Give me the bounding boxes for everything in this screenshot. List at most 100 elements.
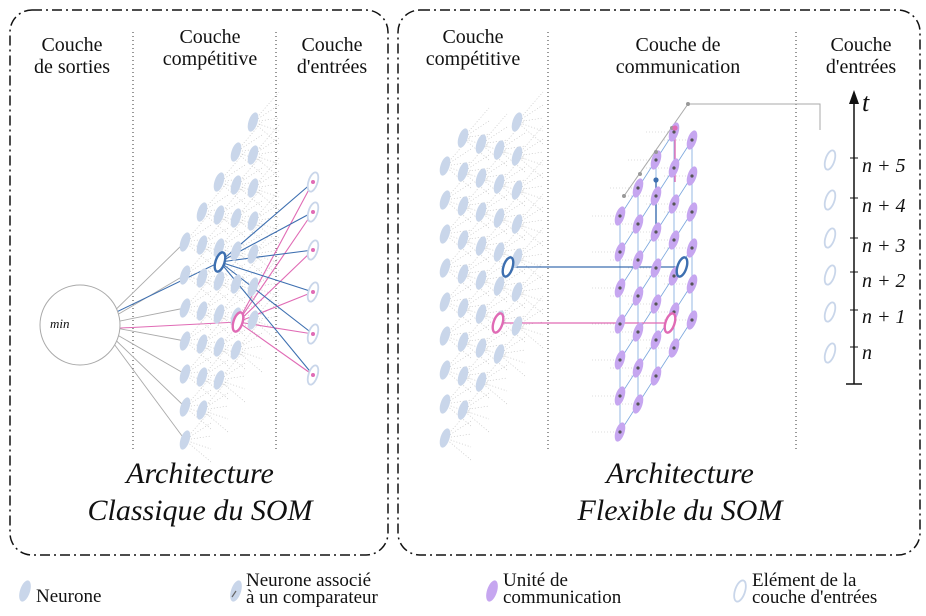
- flex-competitive-neuron-fan: [498, 247, 526, 253]
- flex-competitive-neuron-fan: [462, 154, 490, 173]
- comm-unit-dot: [672, 238, 676, 242]
- flex-competitive-neuron-fan: [480, 377, 508, 383]
- flex-competitive-neuron-fan: [480, 139, 508, 145]
- competitive-neuron-fan: [218, 379, 246, 403]
- comm-unit-dot: [690, 282, 694, 286]
- flex-competitive-neuron-fan: [498, 132, 526, 151]
- competitive-neuron-fan: [201, 392, 229, 411]
- flex-competitive-neuron-fan: [498, 213, 526, 219]
- competitive-neuron-fan: [235, 134, 263, 153]
- flex-competitive-neuron: [475, 134, 487, 154]
- winner-blue-to-input-line: [219, 261, 314, 293]
- competitive-neuron: [196, 268, 208, 288]
- competitive-neuron: [247, 145, 259, 165]
- comm-unit-dot: [618, 250, 622, 254]
- flex-competitive-neuron: [439, 156, 451, 176]
- competitive-neuron-fan: [184, 389, 212, 408]
- competitive-neuron: [247, 310, 259, 330]
- competitive-neuron-fan: [235, 200, 263, 219]
- comm-unit-dot: [636, 330, 640, 334]
- flex-competitive-neuron-fan: [444, 216, 472, 235]
- time-axis-label: t: [862, 88, 870, 117]
- competitive-neuron-fan: [252, 137, 280, 156]
- legend-comparator-tick-icon: [231, 590, 237, 598]
- flex-competitive-neuron: [475, 168, 487, 188]
- time-tick-3: n + 3: [862, 235, 906, 257]
- flex-competitive-neuron-fan: [498, 145, 526, 151]
- flex-competitive-neuron-fan: [498, 200, 526, 219]
- competitive-neuron: [213, 271, 225, 291]
- flex-competitive-neuron-fan: [462, 409, 490, 433]
- flex-competitive-neuron-fan: [444, 420, 472, 439]
- input-element-dot: [311, 373, 315, 377]
- flex-competitive-neuron-fan: [516, 223, 544, 247]
- legend-input-element-icon: [733, 579, 747, 603]
- right-title: Architecture Flexible du SOM: [577, 457, 783, 527]
- competitive-neuron-fan: [235, 332, 263, 351]
- flex-competitive-neuron-fan: [516, 138, 544, 157]
- competitive-neuron: [179, 298, 191, 318]
- left-col-inputs-label: Couche d'entrées: [296, 34, 368, 78]
- flex-competitive-neuron: [439, 190, 451, 210]
- competitive-neuron: [247, 211, 259, 231]
- comm-unit-dot: [690, 246, 694, 250]
- left-panel-frame: [9, 9, 389, 556]
- competitive-neuron-fan: [184, 422, 212, 441]
- flex-competitive-neuron-fan: [480, 296, 508, 315]
- flex-competitive-neuron: [457, 196, 469, 216]
- flex-competitive-neuron-fan: [480, 126, 508, 145]
- comm-unit-dot: [672, 346, 676, 350]
- flex-competitive-neuron: [439, 224, 451, 244]
- flex-competitive-neuron-fan: [516, 257, 544, 281]
- competitive-neuron-fan: [235, 299, 263, 318]
- competitive-neuron: [179, 430, 191, 450]
- flex-competitive-neuron-fan: [462, 392, 490, 411]
- competitive-neuron-fan: [218, 263, 246, 282]
- flex-competitive-neuron-fan: [444, 250, 472, 269]
- flex-competitive-neuron-fan: [444, 352, 472, 371]
- flex-winner-neuron-pink: [491, 312, 505, 334]
- flex-competitive-neuron-fan: [462, 324, 490, 343]
- competitive-neuron: [247, 112, 259, 132]
- flex-competitive-neuron-fan: [480, 275, 508, 281]
- comm-unit-dot: [654, 194, 658, 198]
- comm-unit-dot: [690, 174, 694, 178]
- min-node-label: min: [50, 316, 70, 331]
- flex-competitive-neuron-fan: [516, 274, 544, 293]
- flex-competitive-neuron-fan: [516, 189, 544, 213]
- competitive-neuron: [196, 301, 208, 321]
- competitive-neuron-fan: [218, 197, 246, 216]
- flex-competitive-neuron-fan: [516, 206, 544, 225]
- competitive-neuron-fan: [252, 170, 280, 189]
- flex-input-element: [823, 342, 837, 364]
- competitive-neuron-fan: [184, 323, 212, 342]
- competitive-neuron: [196, 367, 208, 387]
- competitive-neuron-fan: [252, 236, 280, 255]
- competitive-neuron-fan: [252, 117, 280, 123]
- flex-competitive-neuron-fan: [480, 160, 508, 179]
- competitive-neuron: [247, 244, 259, 264]
- competitive-neuron: [230, 175, 242, 195]
- flex-competitive-neuron-fan: [462, 405, 490, 411]
- winner-blue-to-input-line: [219, 261, 314, 335]
- comm-unit-dot: [672, 274, 676, 278]
- flex-competitive-neuron-fan: [462, 201, 490, 207]
- competitive-neuron: [230, 241, 242, 261]
- competitive-neuron: [213, 337, 225, 357]
- flex-competitive-neuron-fan: [480, 330, 508, 349]
- comm-unit-dot: [618, 430, 622, 434]
- legend-comm-unit-label: Unité de communication: [503, 570, 622, 608]
- competitive-neuron: [230, 142, 242, 162]
- legend-neuron-comparator-label: Neurone associé à un comparateur: [246, 570, 378, 608]
- flex-competitive-neuron: [457, 366, 469, 386]
- flex-competitive-neuron-fan: [516, 172, 544, 191]
- flex-competitive-neuron: [457, 128, 469, 148]
- winner-neuron-blue: [213, 251, 227, 273]
- flex-competitive-neuron-fan: [480, 364, 508, 383]
- competitive-neuron-fan: [235, 266, 263, 285]
- time-tick-4: n + 4: [862, 195, 906, 217]
- input-element-dot: [311, 290, 315, 294]
- comm-unit-dot: [618, 286, 622, 290]
- flex-competitive-neuron: [475, 202, 487, 222]
